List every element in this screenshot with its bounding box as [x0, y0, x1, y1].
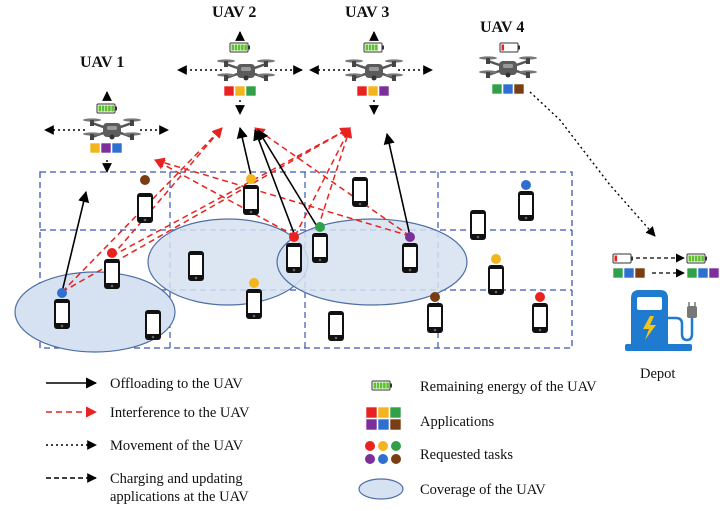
uav-3-label: UAV 3	[345, 4, 389, 21]
depot-battery-after-icon	[686, 253, 707, 264]
requested-task-dot	[405, 232, 415, 242]
depot-applications-before	[612, 267, 646, 279]
user-phone-icon	[488, 265, 504, 295]
legend-battery-icon	[371, 380, 392, 391]
legend-applications-icon	[365, 406, 402, 431]
user-phone-icon	[328, 311, 344, 341]
user-phone-icon	[518, 191, 534, 221]
charging-station-icon	[625, 290, 697, 351]
coverage-uav3	[276, 218, 468, 306]
uav-4-battery-icon	[499, 42, 520, 53]
legend-offloading-label: Offloading to the UAV	[110, 376, 243, 392]
requested-task-dot	[246, 174, 256, 184]
depot: Depot	[612, 253, 720, 382]
uav-4-applications	[491, 83, 525, 95]
user-devices	[54, 174, 548, 341]
uav-2-applications	[223, 85, 257, 97]
uav-3-battery-icon	[363, 42, 384, 53]
legend-coverage-icon	[358, 478, 404, 500]
requested-task-dot	[57, 288, 67, 298]
legend: Offloading to the UAV Interference to th…	[46, 376, 597, 505]
requested-task-dot	[430, 292, 440, 302]
requested-task-dot	[491, 254, 501, 264]
user-phone-icon	[137, 193, 153, 223]
legend-charging-label-line2: applications at the UAV	[110, 489, 249, 505]
uav-1-battery-icon	[96, 103, 117, 114]
uav-1-applications	[89, 142, 123, 154]
user-phone-icon	[402, 243, 418, 273]
requested-task-dot	[535, 292, 545, 302]
uav-layer	[83, 42, 537, 154]
uav-1-label: UAV 1	[80, 54, 124, 71]
requested-task-dot	[289, 232, 299, 242]
coverage-areas	[14, 218, 468, 353]
requested-task-dot	[107, 248, 117, 258]
legend-offloading: Offloading to the UAV	[46, 376, 243, 392]
legend-charging-label-line1: Charging and updating	[110, 471, 243, 487]
user-phone-icon	[54, 299, 70, 329]
requested-task-dot	[249, 278, 259, 288]
user-phone-icon	[470, 210, 486, 240]
user-phone-icon	[532, 303, 548, 333]
user-phone-icon	[243, 185, 259, 215]
uav-3-drone-icon	[345, 59, 403, 81]
uav-2-drone-icon	[217, 59, 275, 81]
legend-interference-label: Interference to the UAV	[110, 405, 250, 421]
legend-applications-label: Applications	[420, 414, 494, 430]
uav-labels: UAV 1 UAV 2 UAV 3 UAV 4	[80, 4, 524, 71]
legend-movement-label: Movement of the UAV	[110, 438, 244, 454]
user-phone-icon	[352, 177, 368, 207]
legend-battery-icon-shape	[371, 380, 392, 391]
movement-arrows	[44, 31, 656, 237]
user-phone-icon	[145, 310, 161, 340]
legend-tasks-label: Requested tasks	[420, 447, 513, 463]
user-phone-icon	[312, 233, 328, 263]
user-phone-icon	[427, 303, 443, 333]
coverage-uav1	[14, 271, 176, 353]
uav-1-drone-icon	[83, 118, 141, 140]
uav-2-battery-icon	[229, 42, 250, 53]
legend-movement: Movement of the UAV	[46, 438, 244, 454]
user-phone-icon	[246, 289, 262, 319]
user-phone-icon	[286, 243, 302, 273]
requested-task-dot	[315, 222, 325, 232]
depot-battery-before-icon	[612, 253, 633, 264]
requested-task-dot	[140, 175, 150, 185]
depot-applications-after	[686, 267, 720, 279]
uav-4-drone-icon	[479, 56, 537, 78]
uav-2-label: UAV 2	[212, 4, 256, 21]
legend-coverage-label: Coverage of the UAV	[420, 482, 546, 498]
uav-4-label: UAV 4	[480, 19, 524, 36]
user-phone-icon	[188, 251, 204, 281]
legend-interference: Interference to the UAV	[46, 405, 250, 421]
uav-3-applications	[356, 85, 390, 97]
user-phone-icon	[104, 259, 120, 289]
depot-label: Depot	[640, 366, 675, 382]
legend-charging: Charging and updating applications at th…	[46, 471, 249, 505]
offloading-links	[61, 126, 411, 293]
depot-battery-update	[612, 253, 720, 279]
legend-tasks-icon	[365, 441, 401, 464]
legend-energy-label: Remaining energy of the UAV	[420, 379, 597, 395]
requested-task-dot	[521, 180, 531, 190]
